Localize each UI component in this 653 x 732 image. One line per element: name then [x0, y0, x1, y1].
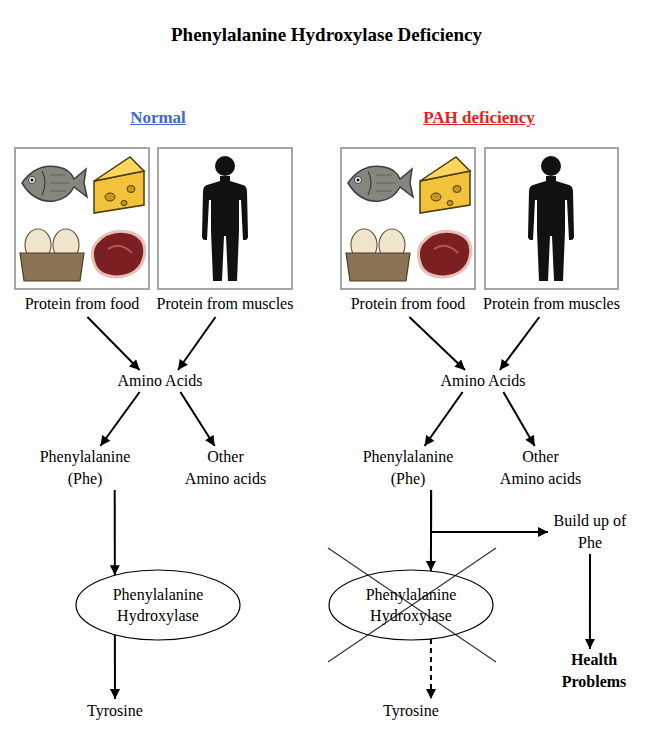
ellipse-shape: [329, 570, 493, 640]
picture-frame: [14, 147, 150, 290]
flow-text-node: Amino Acids: [100, 370, 220, 392]
body-illustration: [202, 156, 248, 281]
flow-text: Phenylalanine (Phe): [353, 446, 463, 490]
picture-caption-wrap: Protein from muscles: [157, 293, 294, 315]
flow-text: Build up of Phe: [548, 510, 632, 554]
ellipse-text-wrap: Phenylalanine Hydroxylase: [328, 569, 494, 641]
flow-arrow: [180, 392, 214, 446]
picture-box: Protein from muscles: [484, 147, 619, 317]
flow-text: Phenylalanine (Phe): [30, 446, 140, 490]
enzyme-ellipse: Phenylalanine Hydroxylase: [328, 569, 494, 641]
flow-text-node: Build up of Phe: [548, 510, 632, 554]
ellipse-outline: [75, 569, 241, 641]
picture-caption: Protein from food: [25, 293, 140, 315]
food-illustration: [20, 157, 145, 281]
picture-caption-wrap: Protein from food: [25, 293, 140, 315]
enzyme-name: Phenylalanine Hydroxylase: [355, 584, 467, 626]
picture-caption-wrap: Protein from food: [351, 293, 466, 315]
panel-heading: PAH deficiency: [423, 107, 535, 129]
flow-text: Tyrosine: [371, 700, 451, 722]
flow-arrow: [100, 392, 139, 446]
flow-text: Other Amino acids: [499, 446, 582, 490]
flow-text: Tyrosine: [75, 700, 155, 722]
flow-arrow: [500, 317, 540, 370]
ellipse-outline: [328, 569, 494, 641]
food-illustration: [346, 157, 471, 281]
flow-text-node: Tyrosine: [371, 699, 451, 723]
picture-box: Protein from food: [14, 147, 150, 317]
flow-text: Other Amino acids: [184, 446, 267, 490]
flow-text-node: Other Amino acids: [184, 446, 267, 490]
ellipse-text-wrap: Phenylalanine Hydroxylase: [75, 569, 241, 641]
picture-frame: [157, 147, 293, 290]
picture-caption: Protein from food: [351, 293, 466, 315]
flow-text-node: Tyrosine: [75, 699, 155, 723]
cross-out-line: [328, 548, 496, 662]
cross-out-line: [328, 548, 496, 662]
flow-arrow: [114, 490, 116, 575]
picture-frame: [484, 147, 619, 290]
body-illustration: [528, 156, 574, 281]
ellipse-shape: [76, 570, 240, 640]
flow-arrow: [430, 639, 432, 699]
flow-arrow: [431, 490, 548, 532]
panel-heading: Normal: [130, 107, 186, 129]
flow-arrow: [503, 392, 534, 446]
flow-arrow: [87, 317, 139, 370]
flow-arrow: [114, 635, 116, 699]
flow-text-node: Health Problems: [549, 649, 639, 693]
flow-text: Amino Acids: [423, 370, 543, 392]
enzyme-name: Phenylalanine Hydroxylase: [102, 584, 214, 626]
enzyme-ellipse: Phenylalanine Hydroxylase: [75, 569, 241, 641]
flow-arrow: [178, 317, 215, 370]
picture-box: Protein from food: [340, 147, 476, 317]
flow-text: Amino Acids: [100, 370, 220, 392]
flow-arrow: [430, 490, 432, 571]
flow-arrow: [589, 554, 591, 649]
flow-text-node: Phenylalanine (Phe): [353, 446, 463, 490]
picture-caption: Protein from muscles: [483, 293, 620, 315]
picture-caption-wrap: Protein from muscles: [483, 293, 620, 315]
flow-text-node: Amino Acids: [423, 370, 543, 392]
flow-text-node: Other Amino acids: [499, 446, 582, 490]
flow-arrow: [425, 392, 463, 446]
flow-arrow: [409, 317, 465, 370]
picture-frame: [340, 147, 476, 290]
outcome-text: Health Problems: [549, 649, 639, 693]
diagram-title: Phenylalanine Hydroxylase Deficiency: [0, 24, 653, 46]
picture-caption: Protein from muscles: [157, 293, 294, 315]
flow-text-node: Phenylalanine (Phe): [30, 446, 140, 490]
picture-box: Protein from muscles: [157, 147, 293, 317]
